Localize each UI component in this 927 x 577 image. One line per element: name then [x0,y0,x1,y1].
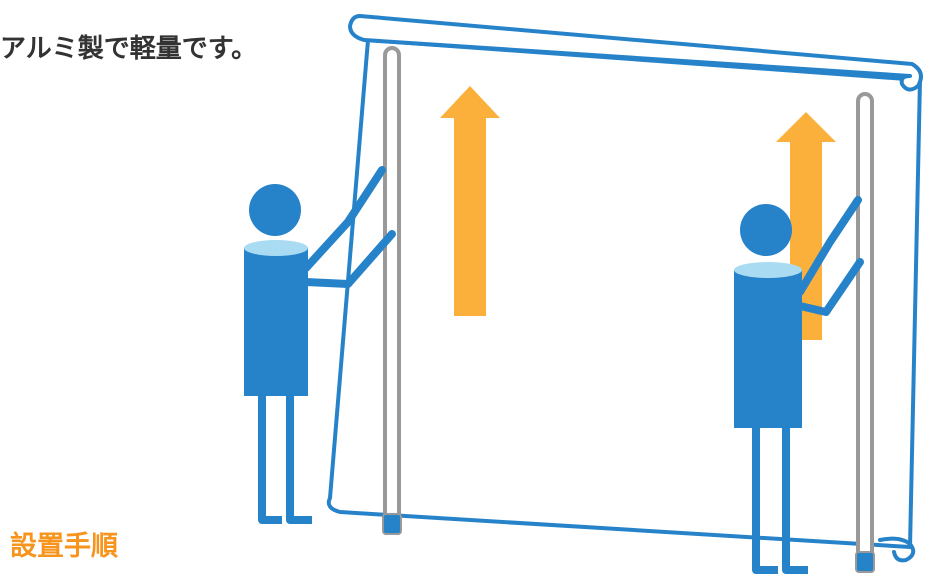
person-right [734,196,864,574]
bottom-curl [878,536,916,563]
screen-panel [326,38,922,549]
person-left-arm-lower [302,230,396,288]
person-left-head [249,184,301,236]
person-right-arm-lower [796,258,864,316]
person-left [244,166,396,524]
person-right-arm-upper [796,196,862,296]
person-left-body [244,248,308,396]
person-left-shoulders [244,240,308,256]
person-left-arm-upper [302,166,386,272]
pole-right [856,92,874,560]
pole-right-base [855,551,875,573]
person-right-head [740,204,792,256]
pole-left-base [382,513,402,535]
pole-left [383,46,401,522]
person-left-leg-right [286,392,312,524]
person-right-leg-left [752,424,778,574]
person-right-shoulders [734,262,802,278]
up-arrow-left [440,86,500,316]
top-roll-bar [348,14,923,92]
person-right-leg-right [782,424,808,574]
caption-text: アルミ製で軽量です。 [0,34,258,64]
person-left-leg-left [258,392,282,524]
person-right-body [734,270,802,428]
section-title: 設置手順 [10,531,118,562]
